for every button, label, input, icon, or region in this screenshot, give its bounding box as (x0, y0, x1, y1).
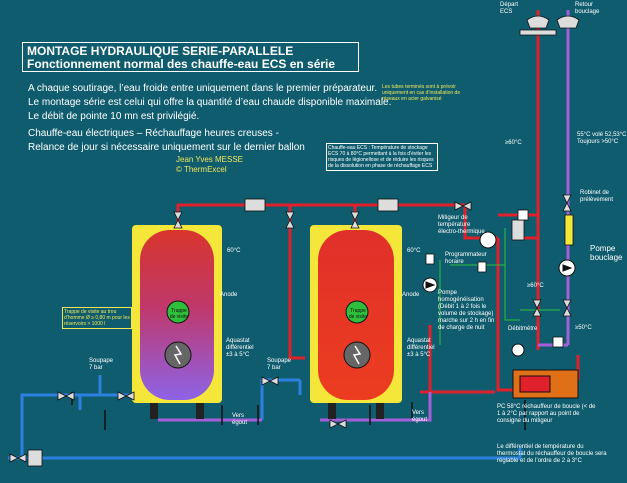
pumps (422, 231, 576, 357)
tank2-temp-label: 60°C (407, 248, 421, 254)
debitmetre-label: Débitmètre (508, 326, 538, 332)
control-wiring (439, 228, 560, 345)
soupape-2-label: Soupape 7 bar (267, 358, 292, 371)
intro-line-3: Le débit de pointe 10 mn est privilégié. (28, 111, 200, 122)
tank2-aquastat-label: Aquastat différentiel ±3 à 5°C (407, 338, 435, 358)
hot-water-pipe (176, 10, 580, 394)
page-title: MONTAGE HYDRAULIQUE SERIE-PARALLELE (27, 44, 294, 58)
water-heater-1 (132, 225, 222, 419)
inlet-filter (9, 449, 43, 467)
pompe-homog-label: Pompe homogénéisation (Débit 1 à 2 fois … (438, 290, 495, 331)
pressure-vessels (519, 15, 580, 36)
robinet-label: Robinet de prélèvement (580, 190, 614, 203)
temp-label-50: ≥50°C (575, 325, 592, 331)
note-trap: Trappe de visite au trou d’homme Ø ≥ 0,8… (62, 307, 132, 329)
vers-egout-2-label: Vers égout (412, 410, 428, 423)
tank1-aquastat-label: Aquastat différentiel ±3 à 5°C (226, 338, 254, 358)
mitigeur-label: Mitigeur de température électro-thermiqu… (438, 215, 485, 235)
title-box (22, 42, 359, 72)
note-storage: Chauffe-eau ECS : Température de stockag… (326, 143, 438, 171)
expansion-fittings (244, 198, 525, 241)
page-subtitle: Fonctionnement normal des chauffe-eau EC… (27, 57, 336, 71)
programmateur-label: Programmateur horaire (445, 252, 487, 265)
sampling-tap (564, 214, 574, 246)
vers-egout-1-label: Vers égout (232, 413, 248, 426)
loop-heater (512, 369, 579, 399)
differentiel-label: Le différentiel de température du thermo… (497, 444, 607, 464)
tank2-trappe-label: Trappe de visite (348, 308, 368, 320)
intro-line-1: A chaque soutirage, l’eau froide entre u… (28, 83, 378, 94)
temp-label-loop: ≥60°C (527, 283, 544, 289)
note-tubes: Les tubes terminés sont à prévoir unique… (382, 84, 461, 102)
temp-label-retour: 55°C volé 52,53°C Toujours >50°C (577, 132, 627, 145)
depart-ecs-label: Départ ECS (500, 2, 519, 15)
return-pipe (158, 10, 570, 422)
intro-line-5: Relance de jour si nécessaire uniquement… (28, 142, 305, 153)
author-name: Jean Yves MESSE (176, 155, 243, 164)
pc-label: PC 58°C réchauffeur de boucle (< de 1 à … (497, 404, 596, 424)
temp-label-depart: ≥60°C (505, 140, 522, 146)
intro-line-4: Chauffe-eau électriques – Réchauffage he… (28, 128, 279, 139)
soupape-1-label: Soupape 7 bar (89, 358, 114, 371)
tank1-anode-label: Anode (220, 292, 238, 298)
tank1-trappe-label: Trappe de visite (169, 308, 189, 320)
control-box (425, 209, 564, 348)
author-copyright: © ThermExcel (176, 165, 227, 174)
pompe-bouclage-label: Pompe bouclage (590, 244, 623, 262)
tank2-anode-label: Anode (402, 292, 420, 298)
tank1-temp-label: 60°C (227, 248, 241, 254)
water-heater-2 (310, 225, 402, 419)
valves (57, 194, 572, 429)
cold-water-pipe (8, 375, 522, 460)
intro-line-2: Le montage série est celui qui offre la … (28, 97, 392, 108)
retour-bouclage-label: Retour bouclage (575, 2, 600, 15)
